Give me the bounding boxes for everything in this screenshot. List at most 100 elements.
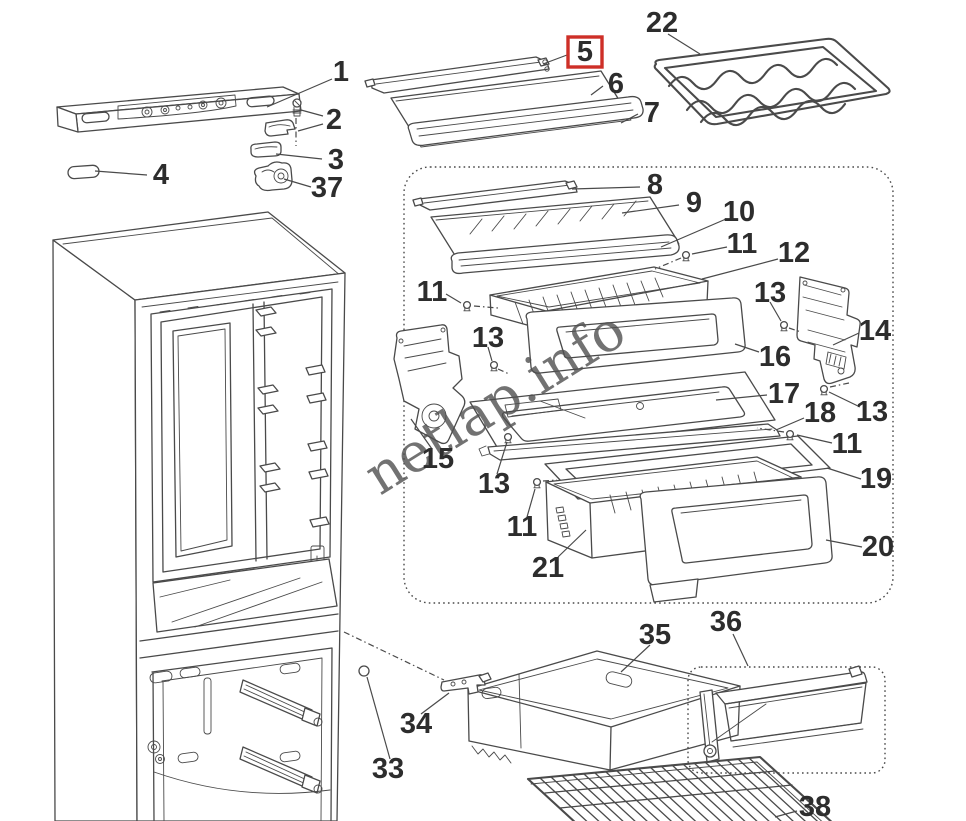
leader-line [756, 427, 785, 433]
part-label-22: 22 [646, 7, 678, 39]
part-label-19: 19 [860, 463, 892, 495]
part-label-13: 13 [856, 396, 888, 428]
trim-part-10 [450, 234, 680, 275]
screw-part-2 [292, 98, 302, 117]
leader-line [275, 153, 323, 160]
cover-part-17 [469, 371, 776, 453]
part-label-37: 37 [311, 172, 343, 204]
rail-part-8 [412, 180, 578, 211]
leader-line [620, 113, 639, 124]
part-label-8: 8 [647, 169, 663, 201]
leader-lines [94, 33, 863, 818]
leader-line [832, 332, 860, 346]
leader-line [496, 441, 508, 475]
leader-line [94, 170, 148, 176]
part-label-1: 1 [333, 56, 349, 88]
part-label-17: 17 [768, 378, 800, 410]
leader-line [410, 418, 433, 450]
leader-line [590, 85, 604, 96]
leader-line [691, 246, 728, 255]
shelf-trim-part-7 [407, 95, 644, 147]
leader-line [473, 305, 499, 309]
leader-line [620, 644, 651, 673]
leader-line [343, 631, 445, 681]
leader-line [571, 186, 641, 190]
part-label-38: 38 [799, 791, 831, 821]
part-label-14: 14 [859, 315, 891, 347]
leader-line [266, 78, 333, 108]
part-label-11: 11 [832, 428, 863, 460]
leader-line [526, 488, 536, 518]
part-label-7: 7 [644, 97, 660, 129]
rail-part-18 [478, 423, 781, 461]
part-label-21: 21 [532, 552, 564, 584]
part-label-3: 3 [328, 144, 344, 176]
part-label-15: 15 [422, 443, 454, 475]
part-label-13: 13 [472, 322, 504, 354]
bottle-rack-part-22 [653, 37, 891, 127]
flap-part-36 [699, 665, 868, 763]
leader-line [715, 394, 768, 401]
leader-line [297, 123, 324, 132]
highlight-box-part-5 [566, 35, 604, 69]
freezer-drawer-part-35 [467, 650, 741, 771]
part-label-34: 34 [400, 708, 432, 740]
leader-line [654, 257, 682, 270]
screw-fastener-icon [819, 384, 829, 396]
leader-line [774, 810, 798, 818]
screw-fastener-icon [779, 320, 789, 332]
part-label-12: 12 [778, 237, 810, 269]
cabinet-part [52, 211, 346, 821]
flap-grouping-dashed-box-36 [687, 666, 886, 774]
drawer-front-part-16 [525, 297, 746, 374]
leader-line [621, 204, 680, 214]
leader-line [660, 218, 727, 248]
part-label-11: 11 [727, 228, 758, 260]
part-label-18: 18 [804, 397, 836, 429]
part-label-20: 20 [862, 531, 894, 563]
leader-line [445, 293, 462, 304]
part-label-35: 35 [639, 619, 671, 651]
leader-line [732, 633, 749, 667]
leader-line [420, 692, 450, 715]
wire-shelf-part-38 [526, 755, 833, 821]
leader-line [701, 258, 779, 280]
leader-line [788, 327, 802, 333]
leader-line [542, 479, 558, 482]
bracket-part-15 [393, 324, 466, 445]
leader-line [557, 529, 587, 558]
leader-line [829, 382, 850, 388]
screw-fastener-icon [532, 477, 542, 489]
leader-line [283, 178, 312, 188]
shelf-rail-part-5 [364, 56, 550, 94]
leader-line [667, 33, 701, 55]
leader-line [734, 343, 760, 353]
leader-line [775, 417, 805, 431]
part-label-13: 13 [754, 277, 786, 309]
part-label-36: 36 [710, 606, 742, 638]
leader-line [828, 391, 861, 408]
leader-line [487, 346, 493, 362]
part-label-16: 16 [759, 341, 791, 373]
bracket-part-2 [264, 119, 296, 137]
drawer-front-part-20 [639, 476, 833, 603]
control-panel-part-1 [56, 86, 302, 133]
bracket-part-14 [796, 276, 861, 385]
bracket-part-34 [440, 672, 492, 695]
screw-fastener-icon [681, 250, 691, 262]
part-label-33: 33 [372, 753, 404, 785]
leader-line [497, 368, 510, 375]
leader-line [366, 676, 391, 760]
leader-line [300, 109, 324, 117]
part-label-10: 10 [723, 196, 755, 228]
part-label-11: 11 [507, 511, 538, 543]
part-label-5: 5 [577, 36, 593, 68]
leader-line [542, 54, 568, 65]
part-label-13: 13 [478, 468, 510, 500]
part-label-11: 11 [417, 276, 448, 308]
part-label-4: 4 [153, 159, 169, 191]
leader-line [769, 301, 782, 322]
screw-fastener-icon [462, 300, 472, 312]
